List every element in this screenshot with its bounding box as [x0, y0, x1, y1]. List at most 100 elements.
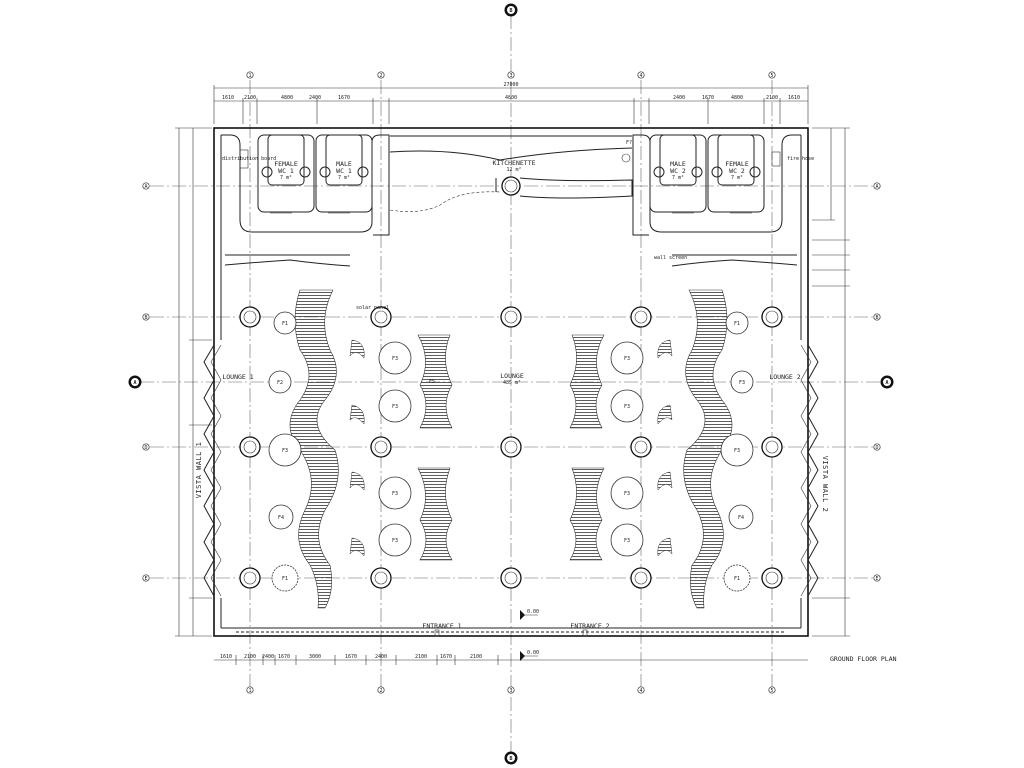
overall-dimension: 27000 — [503, 82, 518, 88]
room-labels: FEMALE WC 1 7 m² MALE WC 1 7 m² KITCHENE… — [195, 159, 829, 512]
furniture-tag: F3 — [282, 448, 288, 454]
furniture-tag: F3 — [392, 356, 398, 362]
entrance-2: ENTRANCE 2 — [570, 622, 610, 637]
grid-row-label: E — [875, 576, 878, 582]
dimension-text: 2100 — [244, 95, 256, 101]
dimension-text: 2100 — [470, 654, 482, 660]
grid-row-label: B — [144, 315, 147, 321]
level-value: 0.00 — [527, 609, 539, 615]
level-marker-lower: 0.00 — [520, 650, 539, 661]
wall-screen-left — [224, 254, 351, 267]
section-marker-b-bottom: B — [504, 751, 518, 765]
room-sub-male-wc-1: WC 1 — [336, 167, 352, 175]
dimension-text: 2400 — [375, 654, 387, 660]
annotation-solar-panel: solar panel — [356, 305, 389, 311]
grid-col-label: 2 — [379, 73, 382, 79]
left-inner-bench-top — [417, 334, 453, 429]
section-label: B — [509, 8, 512, 14]
kitchenette-counter — [389, 135, 633, 212]
room-sub-male-wc-2: WC 2 — [670, 167, 686, 175]
entrance-1-label: ENTRANCE 1 — [422, 622, 461, 630]
section-label: A — [885, 380, 888, 386]
dimension-text: 2100 — [415, 654, 427, 660]
furniture-tag: F1 — [282, 576, 288, 582]
room-area-lounge: 485 m² — [503, 380, 521, 386]
room-name-vista-wall-1: VISTA WALL 1 — [195, 442, 203, 499]
furniture-tag: F3 — [624, 491, 630, 497]
room-area-male-wc-2: 7 m² — [672, 175, 684, 181]
annotation-distribution-board: distribution board — [222, 156, 276, 162]
dimension-text: 4800 — [731, 95, 743, 101]
left-wave-bench — [289, 289, 339, 609]
room-sub-female-wc-2: WC 2 — [729, 167, 745, 175]
right-wave-bench — [683, 289, 733, 609]
row-grid-bubbles: A B D E A B D E — [142, 182, 881, 582]
vista-wall-right-glazing — [800, 344, 819, 597]
dimension-text: 1670 — [440, 654, 452, 660]
section-marker-b-top: B — [504, 3, 518, 17]
grid-col-label: 5 — [770, 73, 773, 79]
grid-col-label: 3 — [509, 73, 512, 79]
section-label: A — [133, 380, 136, 386]
vista-wall-left-glazing — [203, 344, 222, 597]
furniture-tag: F1 — [282, 321, 288, 327]
room-name-vista-wall-2: VISTA WALL 2 — [821, 456, 829, 513]
room-area-female-wc-1: 7 m² — [280, 175, 292, 181]
left-inner-bench-bottom — [417, 467, 453, 561]
furniture-tag: F3 — [392, 538, 398, 544]
right-inner-bench-top — [569, 334, 605, 429]
dimension-text: 4800 — [281, 95, 293, 101]
side-dimension-chains — [175, 127, 850, 637]
top-dimension-chain: 27000 1610 2100 4800 2400 1670 4800 2400… — [213, 82, 809, 124]
grid-col-label: 4 — [639, 688, 642, 694]
grid-row-label: B — [875, 315, 878, 321]
section-marker-a-left: A — [128, 375, 142, 389]
grid-row-label: D — [144, 445, 147, 451]
section-marker-a-right: A — [880, 375, 894, 389]
furniture-tag: F3 — [392, 491, 398, 497]
grid-col-label: 5 — [770, 688, 773, 694]
bottom-dimension-chain: 1610 2100 2400 1670 3000 1670 2400 2100 … — [214, 654, 808, 665]
dimension-text: 4800 — [505, 95, 517, 101]
fan-seats — [349, 339, 673, 557]
room-sub-female-wc-1: WC 1 — [278, 167, 294, 175]
grid-col-label: 1 — [248, 73, 251, 79]
furniture-tag: F4 — [738, 515, 744, 521]
dimension-text: 2400 — [673, 95, 685, 101]
dimension-text: 2100 — [766, 95, 778, 101]
dimension-text: 3000 — [309, 654, 321, 660]
furniture-tag: F1 — [734, 321, 740, 327]
annotation-fe-tag: F? — [626, 140, 632, 146]
room-area-male-wc-1: 7 m² — [338, 175, 350, 181]
room-name-kitchenette: KITCHENETTE — [492, 159, 535, 167]
column-grid-bubbles: 1 2 3 4 5 1 2 3 4 5 — [246, 71, 776, 694]
grid-row-label: E — [144, 576, 147, 582]
room-area-kitchenette: 12 m² — [506, 167, 521, 173]
dimension-text: 2400 — [262, 654, 274, 660]
furniture-tag: F3 — [739, 380, 745, 386]
dimension-text: 2400 — [309, 95, 321, 101]
wc-block-right — [632, 134, 801, 236]
room-name-male-wc-2: MALE — [670, 160, 686, 168]
room-name-lounge-1: LOUNGE 1 — [222, 373, 253, 381]
room-name-lounge-2: LOUNGE 2 — [769, 373, 800, 381]
annotation-fire-hose: fire hose — [787, 156, 814, 162]
drawing-title: GROUND FLOOR PLAN — [830, 655, 897, 663]
furniture-tag: F3 — [624, 356, 630, 362]
annotations: distribution board fire hose solar panel… — [222, 140, 814, 385]
grid-col-label: 3 — [509, 688, 512, 694]
grid-col-label: 1 — [248, 688, 251, 694]
dimension-text: 1610 — [222, 95, 234, 101]
dimension-text: 1610 — [220, 654, 232, 660]
exterior-walls — [213, 127, 809, 637]
room-name-male-wc-1: MALE — [336, 160, 352, 168]
dimension-text: 1670 — [278, 654, 290, 660]
room-name-lounge: LOUNGE — [500, 372, 524, 380]
dimension-text: 1670 — [338, 95, 350, 101]
room-name-female-wc-1: FEMALE — [274, 160, 298, 168]
right-inner-bench-bottom — [569, 467, 605, 561]
grid-col-label: 2 — [379, 688, 382, 694]
wc-block-left — [221, 134, 390, 236]
dimension-text: 2100 — [244, 654, 256, 660]
